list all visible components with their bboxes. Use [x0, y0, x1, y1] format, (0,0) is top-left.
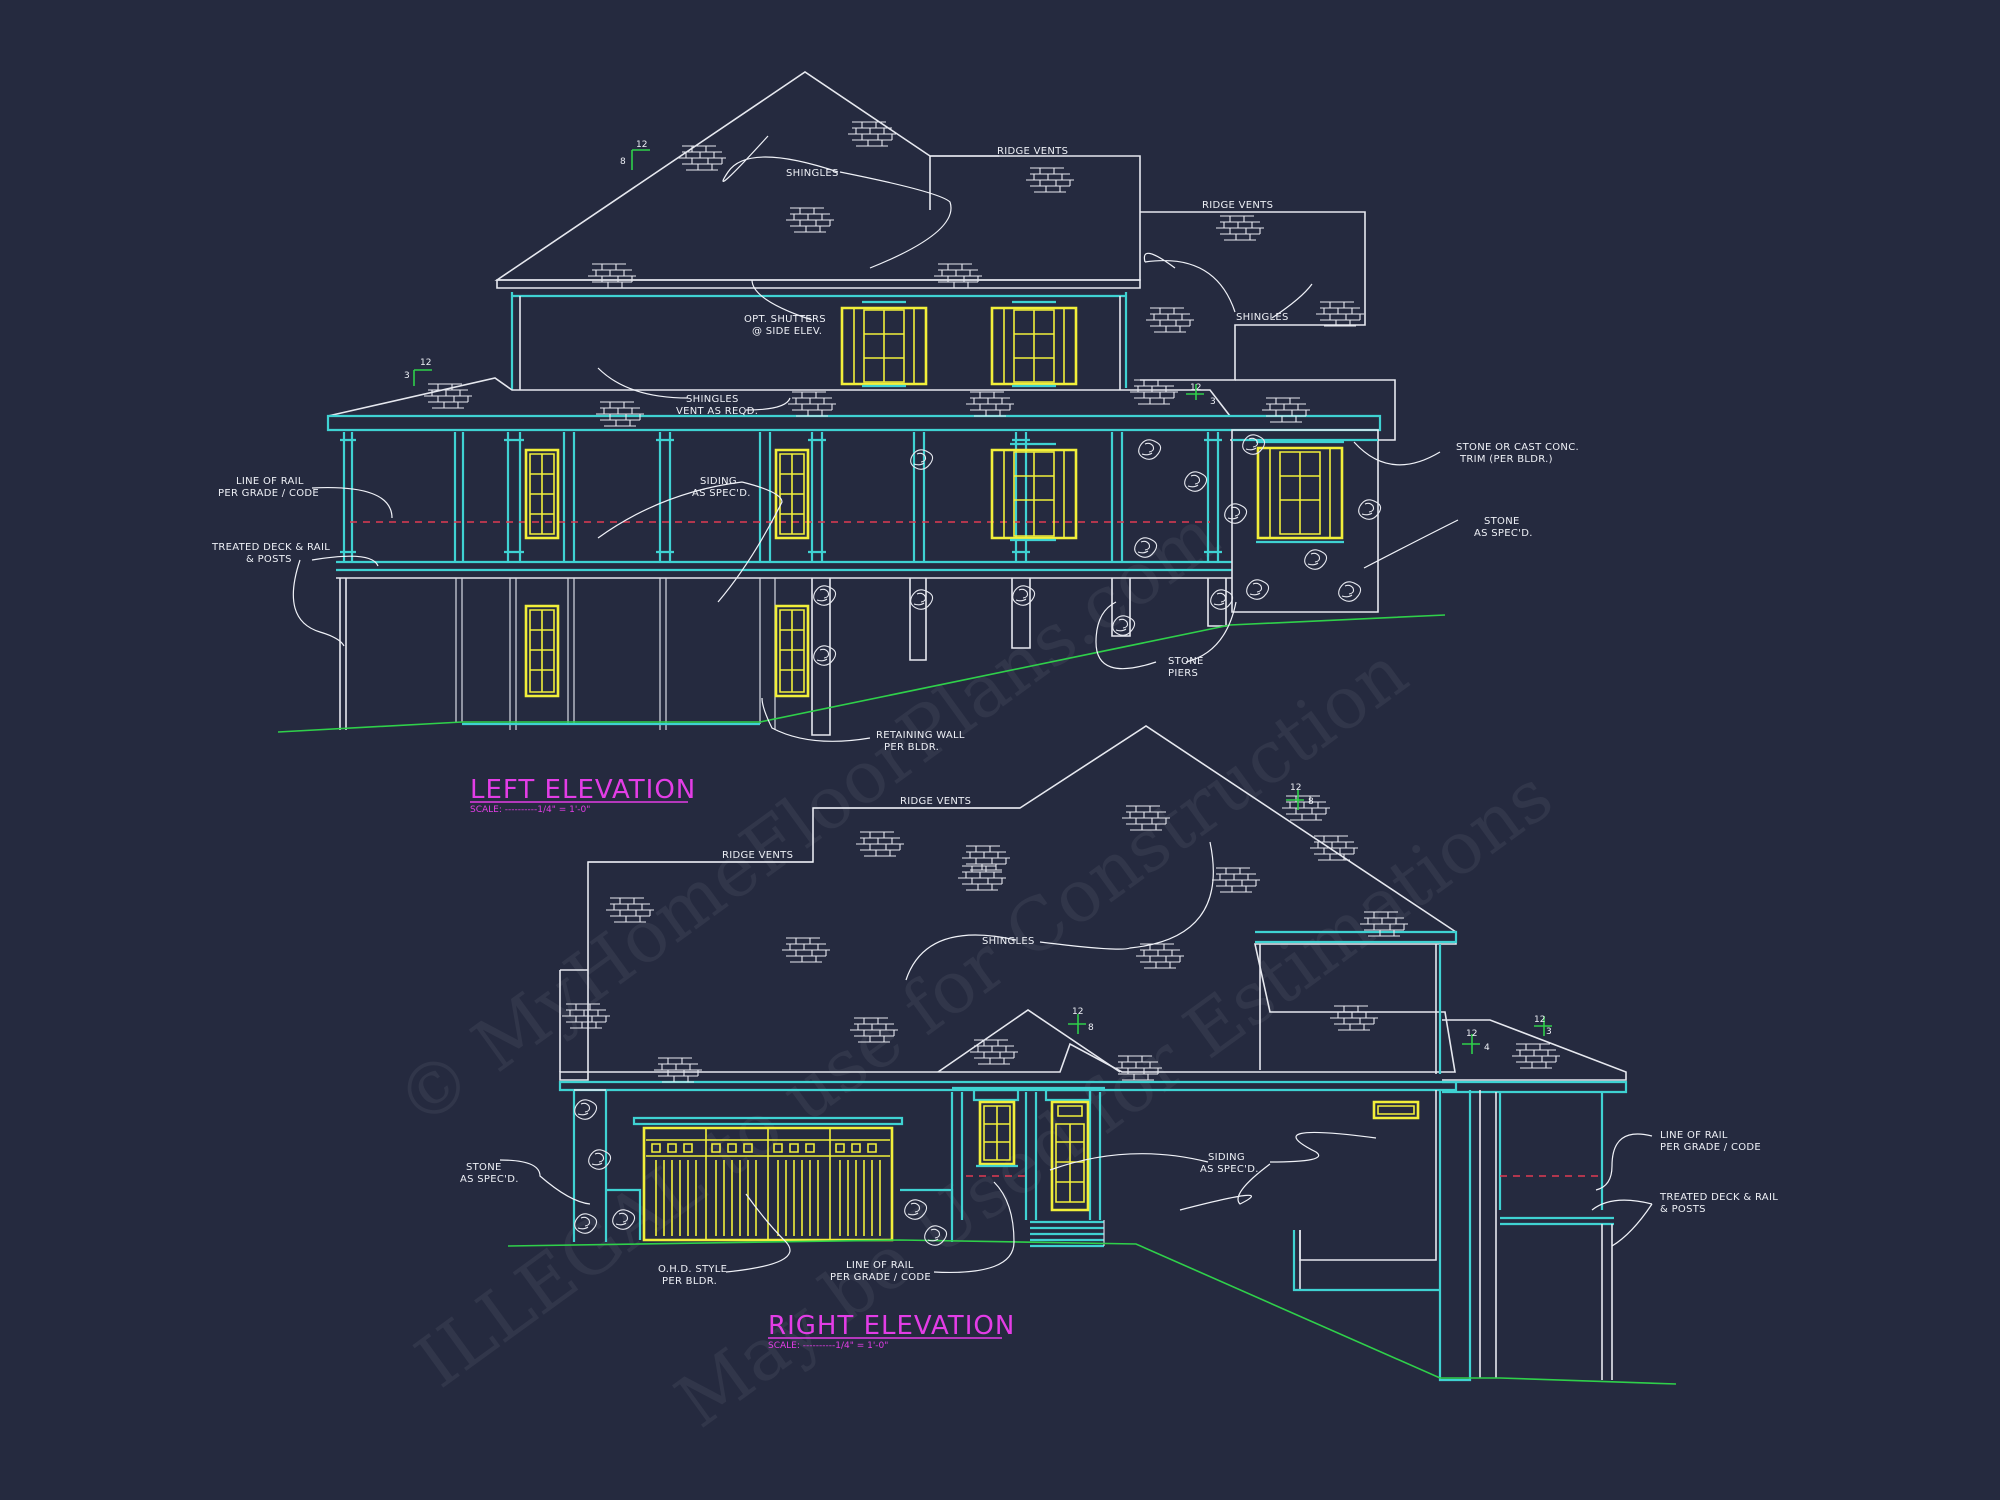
- note-siding: SIDING: [700, 476, 737, 487]
- svg-text:4: 4: [1484, 1043, 1490, 1053]
- svg-text:12: 12: [1190, 383, 1201, 393]
- svg-text:3: 3: [404, 371, 410, 381]
- svg-text:PER GRADE / CODE: PER GRADE / CODE: [1660, 1142, 1761, 1153]
- svg-text:PER GRADE / CODE: PER GRADE / CODE: [218, 488, 319, 499]
- left-grade-line: [277, 614, 1446, 733]
- note-right-line-of-rail: LINE OF RAIL: [846, 1260, 914, 1271]
- note-right-ridge-vents: RIDGE VENTS: [900, 796, 971, 807]
- left-windows: [524, 300, 1344, 698]
- svg-text:8: 8: [620, 157, 626, 167]
- left-porch-roof: [327, 377, 1232, 417]
- svg-text:12: 12: [636, 140, 647, 150]
- left-upper-posts: [340, 432, 1222, 562]
- svg-text:AS SPEC'D.: AS SPEC'D.: [1200, 1164, 1259, 1175]
- left-leaders: [292, 135, 1459, 742]
- svg-text:PIERS: PIERS: [1168, 668, 1198, 679]
- svg-text:8: 8: [1308, 797, 1314, 807]
- svg-text:@ SIDE ELEV.: @ SIDE ELEV.: [752, 326, 822, 337]
- svg-text:12: 12: [1072, 1007, 1083, 1017]
- svg-text:& POSTS: & POSTS: [1660, 1204, 1706, 1215]
- svg-text:8: 8: [1088, 1023, 1094, 1033]
- note-ohd-style: O.H.D. STYLE: [658, 1264, 727, 1275]
- note-right-siding: SIDING: [1208, 1152, 1245, 1163]
- note-shingles-2: SHINGLES: [1236, 312, 1289, 323]
- right-elevation: 12 8 12 8 12 4 12 3 RIDGE VENTS RIDGE: [460, 725, 1778, 1385]
- svg-text:12: 12: [1466, 1029, 1477, 1039]
- svg-text:AS SPEC'D.: AS SPEC'D.: [1474, 528, 1533, 539]
- svg-text:& POSTS: & POSTS: [246, 554, 292, 565]
- svg-text:PER GRADE / CODE: PER GRADE / CODE: [830, 1272, 931, 1283]
- note-retaining-wall: RETAINING WALL: [876, 730, 965, 741]
- left-elevation-title: LEFT ELEVATION: [470, 775, 696, 805]
- right-notes: RIDGE VENTS RIDGE VENTS SHINGLES SIDING …: [460, 796, 1778, 1287]
- svg-text:3: 3: [1546, 1027, 1552, 1037]
- right-elevation-scale: SCALE: ----------1/4" = 1'-0": [768, 1341, 888, 1351]
- note-stone: STONE: [1484, 516, 1520, 527]
- svg-text:TRIM (PER BLDR.): TRIM (PER BLDR.): [1459, 454, 1553, 465]
- svg-text:VENT AS REQD.: VENT AS REQD.: [676, 406, 758, 417]
- note-right-shingles: SHINGLES: [982, 936, 1035, 947]
- svg-text:3: 3: [1210, 397, 1216, 407]
- left-elevation: 12 8 12 3 12 3 RIDGE VENTS RIDGE VE: [211, 71, 1579, 815]
- left-pitch-symbols: 12 8 12 3 12 3: [404, 140, 1216, 407]
- right-elevation-title: RIGHT ELEVATION: [768, 1311, 1015, 1341]
- right-leaders: [499, 807, 1653, 1274]
- note-line-of-rail: LINE OF RAIL: [236, 476, 304, 487]
- note-shingles-vent: SHINGLES: [686, 394, 739, 405]
- svg-text:12: 12: [1290, 783, 1301, 793]
- right-deck-roof: [1442, 1019, 1627, 1081]
- note-right-treated-deck: TREATED DECK & RAIL: [1659, 1192, 1778, 1203]
- svg-text:PER BLDR.: PER BLDR.: [662, 1276, 717, 1287]
- note-shingles: SHINGLES: [786, 168, 839, 179]
- right-pitch-symbols: 12 8 12 8 12 4 12 3: [1068, 783, 1552, 1054]
- note-right-stone: STONE: [466, 1162, 502, 1173]
- note-ridge-vents: RIDGE VENTS: [997, 146, 1068, 157]
- garage-door: [632, 1116, 904, 1242]
- right-entry-gable: [937, 1009, 1121, 1073]
- svg-text:12: 12: [420, 358, 431, 368]
- right-grade-line: [507, 1239, 1677, 1385]
- note-right-line-of-rail-2: LINE OF RAIL: [1660, 1130, 1728, 1141]
- note-treated-deck: TREATED DECK & RAIL: [211, 542, 330, 553]
- svg-text:PER BLDR.: PER BLDR.: [884, 742, 939, 753]
- svg-text:12: 12: [1534, 1015, 1545, 1025]
- left-side-roof: [1140, 211, 1366, 381]
- svg-text:AS SPEC'D.: AS SPEC'D.: [692, 488, 751, 499]
- note-opt-shutters: OPT. SHUTTERS: [744, 314, 826, 325]
- note-stone-piers: STONE: [1168, 656, 1204, 667]
- left-notes: RIDGE VENTS RIDGE VENTS SHINGLES SHINGLE…: [211, 146, 1579, 753]
- left-elevation-scale: SCALE: ----------1/4" = 1'-0": [470, 805, 590, 815]
- note-right-ridge-vents-2: RIDGE VENTS: [722, 850, 793, 861]
- svg-text:AS SPEC'D.: AS SPEC'D.: [460, 1174, 519, 1185]
- note-ridge-vents-2: RIDGE VENTS: [1202, 200, 1273, 211]
- note-stone-trim: STONE OR CAST CONC.: [1456, 442, 1579, 453]
